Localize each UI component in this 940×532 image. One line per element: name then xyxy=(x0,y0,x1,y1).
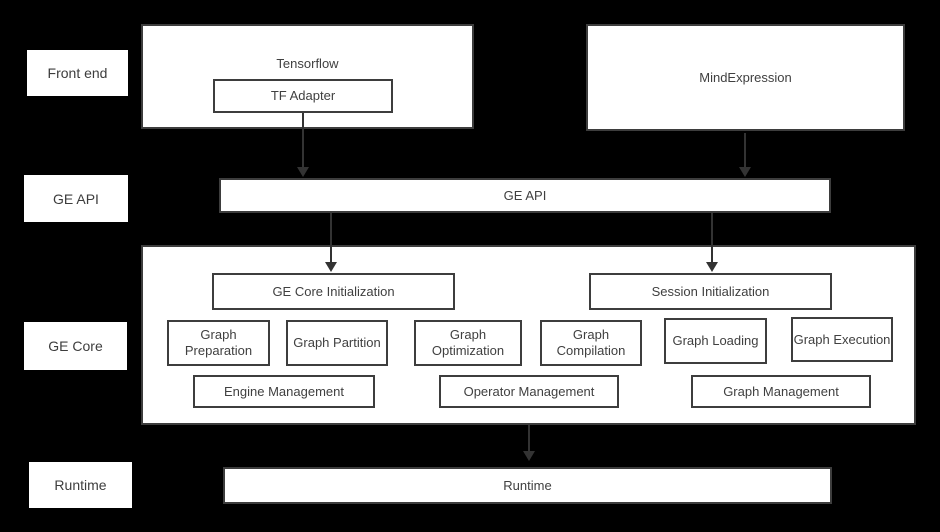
graph-preparation-box: Graph Preparation xyxy=(167,320,270,366)
ge-api-bar: GE API xyxy=(219,178,831,213)
layer-label-runtime: Runtime xyxy=(29,462,132,508)
graph-management-box: Graph Management xyxy=(691,375,871,408)
graph-execution-box: Graph Execution xyxy=(791,317,893,362)
arrow-mindexpression-to-ge-api-icon xyxy=(739,133,751,177)
layer-label-ge-api: GE API xyxy=(24,175,128,222)
tf-adapter-box: TF Adapter xyxy=(213,79,393,113)
layer-label-ge-core: GE Core xyxy=(24,322,127,370)
session-initialization-box: Session Initialization xyxy=(589,273,832,310)
mindexpression-box: MindExpression xyxy=(586,24,905,131)
runtime-bar: Runtime xyxy=(223,467,832,504)
layer-label-front-end: Front end xyxy=(27,50,128,96)
arrow-ge-api-to-session-initialization-icon xyxy=(706,213,718,272)
operator-management-box: Operator Management xyxy=(439,375,619,408)
arrow-ge-core-to-runtime-icon xyxy=(523,425,535,461)
engine-management-box: Engine Management xyxy=(193,375,375,408)
arrow-ge-api-to-ge-core-initialization-icon xyxy=(325,213,337,272)
graph-partition-box: Graph Partition xyxy=(286,320,388,366)
ge-core-initialization-box: GE Core Initialization xyxy=(212,273,455,310)
graph-compilation-box: Graph Compilation xyxy=(540,320,642,366)
graph-optimization-box: Graph Optimization xyxy=(414,320,522,366)
arrow-tf-adapter-to-ge-api-icon xyxy=(297,113,309,177)
graph-loading-box: Graph Loading xyxy=(664,318,767,364)
